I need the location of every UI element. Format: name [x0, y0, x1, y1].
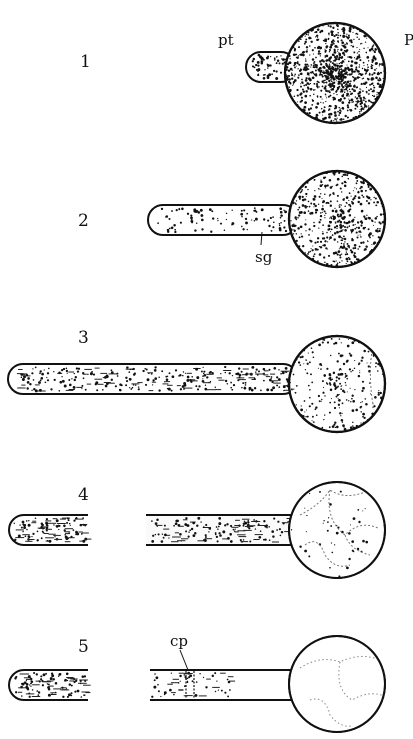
stage-2-number: 2 [78, 211, 89, 231]
stage-3: 3 [8, 328, 385, 433]
tube-cytoplasm [14, 517, 92, 543]
pollen-tube-stage-5-base [150, 670, 298, 700]
stage-5-number: 5 [78, 637, 89, 657]
stage-2: 2 sg [78, 170, 386, 268]
generative-cell-label: sg [255, 248, 273, 266]
tube-cytoplasm [157, 207, 293, 233]
generative-cell-pointer [261, 232, 262, 245]
pollen-grain-stage-3 [289, 336, 385, 433]
pollen-grain-label: P [404, 31, 413, 49]
stage-1-number: 1 [80, 52, 91, 72]
stage-4: 4 [9, 482, 386, 578]
pollen-tube-stage-3 [8, 364, 298, 394]
pollen-grain-stage-1 [284, 23, 385, 124]
callose-plug-pointer [180, 650, 188, 670]
pollen-grain-stage-2 [289, 170, 386, 268]
pollen-grain-stage-4 [289, 482, 386, 578]
pollen-tube-label: pt [218, 31, 234, 49]
pollen-grain-stage-5 [289, 636, 385, 732]
stage-3-number: 3 [78, 328, 89, 348]
stage-1: 1 pt P [80, 23, 413, 124]
stage-5: 5 cp [9, 632, 385, 732]
tube-cytoplasm [14, 672, 90, 698]
pollen-tube-stage-4-base [146, 515, 301, 545]
tube-cytoplasm [17, 366, 298, 393]
pollen-tube-stage-4-tip [9, 515, 91, 545]
pollen-tube-stage-2 [148, 205, 298, 235]
callose-plug-label: cp [170, 632, 188, 650]
stage-4-number: 4 [78, 485, 89, 505]
pollen-tube-stage-5-tip [9, 670, 91, 700]
